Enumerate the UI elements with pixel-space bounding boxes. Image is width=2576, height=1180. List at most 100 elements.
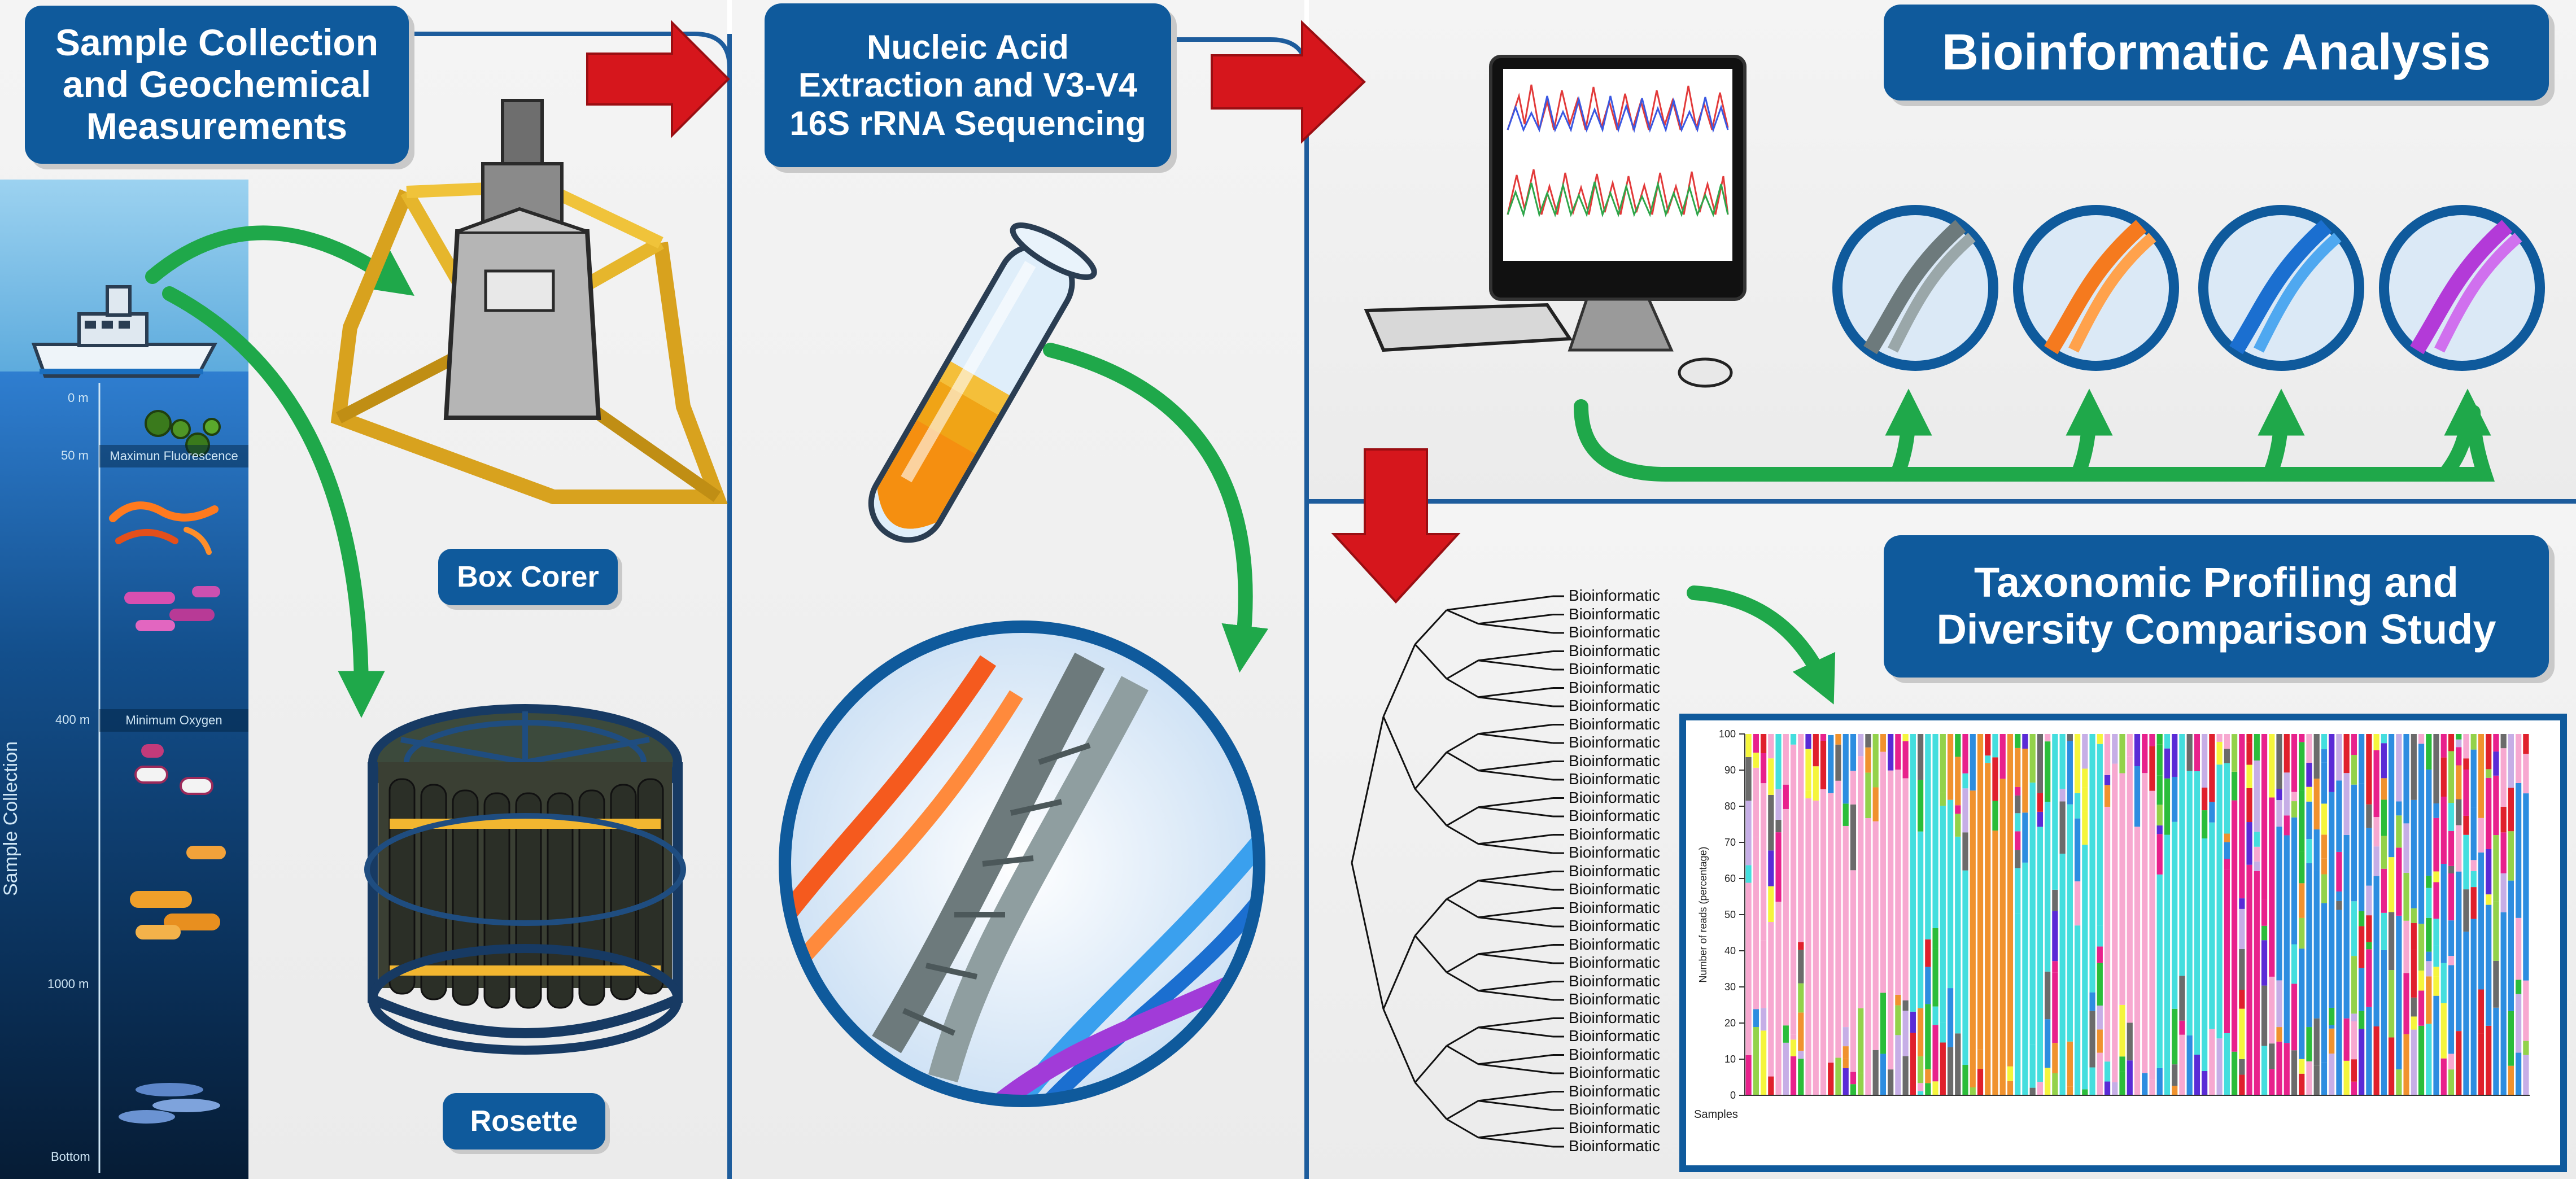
bar-segment bbox=[1947, 799, 1954, 989]
bar-segment bbox=[1872, 1050, 1879, 1095]
bar-segment bbox=[2411, 1016, 2417, 1030]
bar-segment bbox=[1888, 1069, 1894, 1095]
bar-segment bbox=[2284, 815, 2290, 836]
bar-segment bbox=[2156, 775, 2163, 805]
bar-segment bbox=[2269, 797, 2275, 977]
bar-segment bbox=[1962, 1065, 1968, 1095]
bar-segment bbox=[2239, 734, 2245, 899]
bar-segment bbox=[2359, 734, 2365, 784]
bar-segment bbox=[2351, 1021, 2357, 1060]
bar-segment bbox=[2276, 827, 2282, 981]
dendrogram-branch bbox=[1446, 898, 1479, 919]
dendrogram-branch bbox=[1414, 644, 1448, 680]
bar-segment bbox=[2082, 845, 2088, 1090]
bar-segment bbox=[1843, 1027, 1849, 1047]
bar-segment bbox=[2433, 967, 2439, 977]
bar-segment bbox=[1917, 1083, 1924, 1091]
bar-segment bbox=[2015, 850, 2021, 868]
bar-segment bbox=[2478, 1033, 2485, 1095]
y-tick-label: 30 bbox=[1724, 981, 1736, 993]
bar-segment bbox=[2261, 985, 2268, 1046]
dendrogram-branch bbox=[1478, 614, 1553, 625]
bar-segment bbox=[2246, 764, 2252, 788]
bar-segment bbox=[2112, 763, 2118, 1082]
bar-segment bbox=[2142, 773, 2148, 1073]
bar-segment bbox=[2299, 851, 2305, 884]
bar-segment bbox=[1895, 770, 1901, 995]
bar-segment bbox=[1910, 1011, 1916, 1033]
dendrogram-leaf-label: Bioinformatic bbox=[1569, 788, 1660, 806]
bar-segment bbox=[2456, 799, 2462, 825]
bar-segment bbox=[2284, 734, 2290, 773]
bar-segment bbox=[2470, 734, 2477, 750]
bar-segment bbox=[2254, 832, 2260, 847]
bar-segment bbox=[2373, 1057, 2379, 1095]
bar-segment bbox=[1940, 1022, 1946, 1043]
bar-segment bbox=[1872, 787, 1879, 821]
bar-segment bbox=[2269, 734, 2275, 798]
bar-segment bbox=[2418, 924, 2425, 971]
bar-segment bbox=[2343, 1018, 2350, 1051]
bar-segment bbox=[1992, 757, 1998, 801]
bar-segment bbox=[1992, 831, 1998, 1095]
bar-segment bbox=[2089, 1067, 2095, 1095]
bar-segment bbox=[2396, 1069, 2402, 1095]
bar-segment bbox=[2202, 1070, 2208, 1095]
bar-segment bbox=[2254, 734, 2260, 761]
dendrogram-branch bbox=[1478, 659, 1553, 671]
bar-segment bbox=[2500, 748, 2507, 807]
bar-segment bbox=[2299, 1059, 2305, 1074]
bar-segment bbox=[2440, 757, 2447, 797]
bar-segment bbox=[2276, 800, 2282, 827]
bar-segment bbox=[2149, 734, 2155, 746]
divider-2 bbox=[1304, 40, 1309, 1179]
bar-segment bbox=[2119, 1071, 2125, 1095]
bar-segment bbox=[2463, 769, 2469, 816]
bar-segment bbox=[2493, 775, 2499, 836]
bar-segment bbox=[2045, 1019, 2051, 1068]
bar-segment bbox=[2448, 956, 2455, 965]
bar-segment bbox=[2276, 1027, 2282, 1042]
bar-segment bbox=[2022, 862, 2028, 1095]
bar-segment bbox=[2433, 995, 2439, 1095]
bar-segment bbox=[2202, 787, 2208, 811]
bar-segment bbox=[2015, 813, 2021, 832]
bar-segment bbox=[1745, 801, 1752, 866]
bar-segment bbox=[2104, 734, 2111, 775]
bar-segment bbox=[2418, 734, 2425, 744]
dendrogram-branch bbox=[1446, 1026, 1479, 1047]
bar-segment bbox=[2486, 734, 2492, 770]
dendrogram-branch bbox=[1478, 880, 1553, 891]
bar-segment bbox=[2381, 836, 2387, 869]
bar-segment bbox=[1760, 783, 1767, 941]
bar-segment bbox=[2074, 881, 2081, 926]
bar-segment bbox=[1895, 994, 1901, 1006]
bar-segment bbox=[2015, 914, 2021, 1095]
bar-segment bbox=[1932, 1006, 1938, 1025]
bar-segment bbox=[2373, 846, 2379, 876]
bar-segment bbox=[1947, 754, 1954, 800]
bar-segment bbox=[1999, 734, 2006, 779]
dendrogram-leaf-label: Bioinformatic bbox=[1569, 641, 1660, 659]
bar-segment bbox=[2291, 944, 2298, 984]
bar-segment bbox=[2164, 778, 2171, 835]
title-taxonomic: Taxonomic Profiling and Diversity Compar… bbox=[1884, 535, 2549, 678]
bar-segment bbox=[2321, 803, 2328, 835]
bar-segment bbox=[2381, 868, 2387, 913]
dendrogram-branch bbox=[1478, 1100, 1553, 1111]
bar-segment bbox=[2381, 743, 2387, 779]
dendrogram-branch bbox=[1478, 806, 1553, 818]
bar-segment bbox=[2172, 776, 2178, 822]
bar-segment bbox=[2142, 1073, 2148, 1095]
dna-helix-purple-icon bbox=[2379, 205, 2545, 371]
bar-segment bbox=[2440, 864, 2447, 963]
dendrogram-branch bbox=[1478, 953, 1553, 964]
bar-segment bbox=[2396, 915, 2402, 1070]
bar-segment bbox=[2523, 754, 2529, 794]
bar-segment bbox=[2426, 1024, 2432, 1095]
depth-400: 400 m bbox=[55, 713, 90, 727]
bar-segment bbox=[2239, 1059, 2245, 1075]
bar-segment bbox=[2463, 758, 2469, 770]
